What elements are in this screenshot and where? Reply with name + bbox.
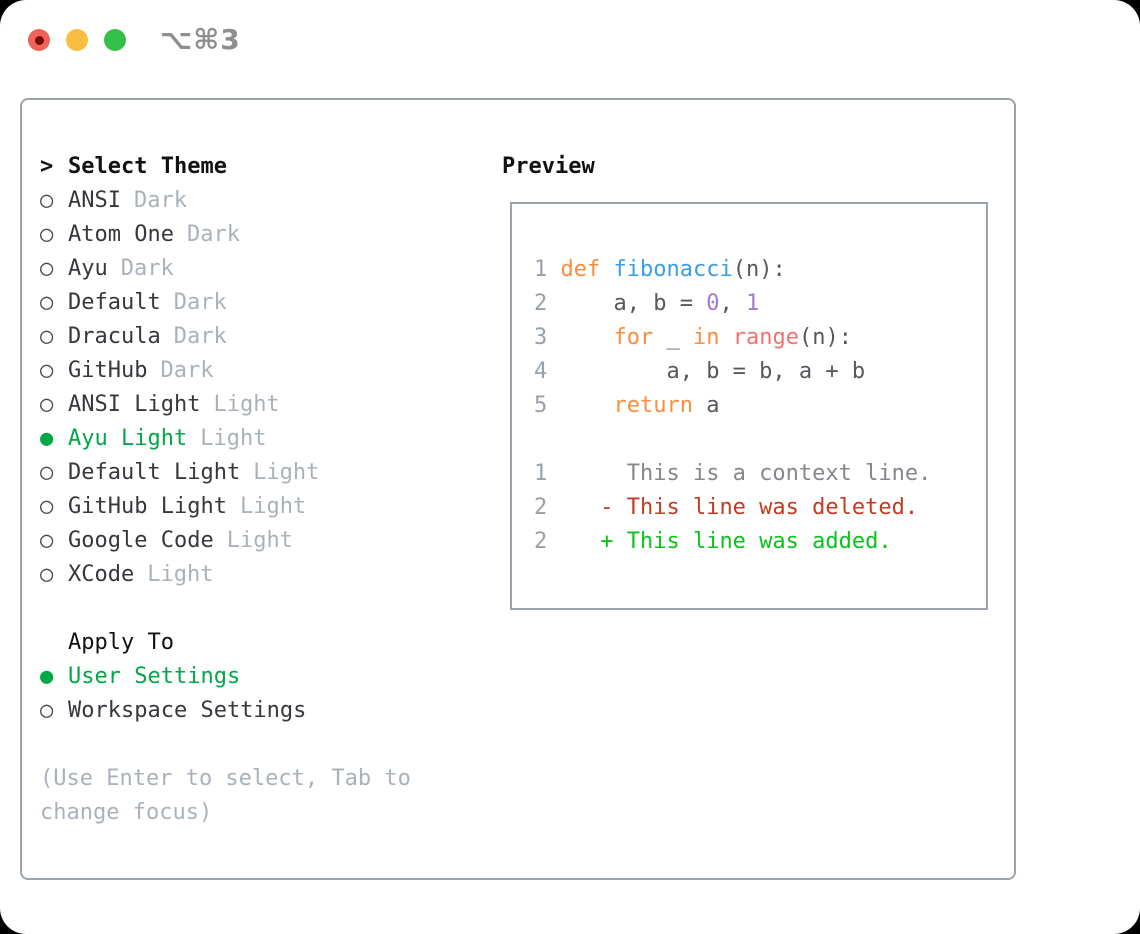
option-badge: Dark [173,324,227,349]
window-title: ⌥⌘3 [160,23,241,56]
radio-icon: ○ [40,358,54,383]
code-line-blank [534,423,986,457]
code-line: 1 This is a context line. [534,461,932,486]
option-label: User Settings [68,664,241,689]
focus-caret-icon: > [40,154,54,179]
titlebar: ⌥⌘3 [0,0,1140,98]
radio-icon: ○ [40,460,54,485]
option-badge: Light [213,392,280,417]
option-label: Default Light [68,460,241,485]
radio-icon: ○ [40,392,54,417]
radio-icon: ○ [40,562,54,587]
radio-icon: ○ [40,256,54,281]
theme-option-github[interactable]: ○ GitHub Dark [40,354,460,388]
zoom-button[interactable] [104,29,126,51]
option-badge: Light [253,460,320,485]
option-badge: Light [239,494,307,519]
radio-icon: ● [40,426,54,451]
option-label: Default [68,290,161,315]
code-line: 5 return a [534,393,720,418]
option-label: XCode [68,562,135,587]
theme-option-ansi[interactable]: ○ ANSI Dark [40,184,460,218]
option-label: ANSI [68,188,121,213]
option-badge: Dark [186,222,240,247]
code-line: 2 a, b = 0, 1 [534,291,760,316]
theme-option-default-light[interactable]: ○ Default Light Light [40,456,460,490]
close-dot-icon [34,35,44,45]
radio-icon: ○ [40,698,54,723]
radio-icon: ○ [40,324,54,349]
preview-column: Preview 1 def fibonacci(n): 2 a, b = 0, 1… [502,150,988,610]
option-label: Ayu Light [68,426,188,451]
theme-list: ○ ANSI Dark ○ Atom One Dark ○ Ayu Dark ○… [40,184,460,592]
theme-option-ansi-light[interactable]: ○ ANSI Light Light [40,388,460,422]
preview-heading: Preview [502,154,595,179]
minimize-button[interactable] [66,29,88,51]
theme-option-xcode[interactable]: ○ XCode Light [40,558,460,592]
apply-option-user-settings[interactable]: ● User Settings [40,660,460,694]
option-badge: Dark [173,290,227,315]
close-button[interactable] [28,29,50,51]
apply-to-heading-row: Apply To [40,626,460,660]
option-badge: Light [200,426,267,451]
option-label: Dracula [68,324,161,349]
theme-selector-panel: > Select Theme ○ ANSI Dark ○ Atom One Da… [20,98,1016,880]
radio-icon: ● [40,664,54,689]
theme-list-column: > Select Theme ○ ANSI Dark ○ Atom One Da… [40,150,460,830]
theme-option-ayu[interactable]: ○ Ayu Dark [40,252,460,286]
option-label: ANSI Light [68,392,201,417]
theme-option-atom-one[interactable]: ○ Atom One Dark [40,218,460,252]
select-theme-heading-row: > Select Theme [40,150,460,184]
code-line: 1 def fibonacci(n): [534,257,786,282]
code-line: 2 - This line was deleted. [534,495,919,520]
code-line: 3 for _ in range(n): [534,325,852,350]
preview-pane: 1 def fibonacci(n): 2 a, b = 0, 1 3 for _ … [510,202,988,610]
option-label: GitHub [68,358,148,383]
apply-to-indent [40,626,68,660]
option-label: Google Code [68,528,214,553]
theme-option-github-light[interactable]: ○ GitHub Light Light [40,490,460,524]
option-label: Atom One [68,222,174,247]
option-label: Workspace Settings [68,698,307,723]
option-badge: Light [147,562,214,587]
radio-icon: ○ [40,528,54,553]
apply-to-list: ● User Settings ○ Workspace Settings [40,660,460,728]
theme-option-google-code[interactable]: ○ Google Code Light [40,524,460,558]
keyboard-hint: (Use Enter to select, Tab to change focu… [40,766,411,825]
option-badge: Dark [160,358,214,383]
option-badge: Dark [133,188,187,213]
theme-option-dracula[interactable]: ○ Dracula Dark [40,320,460,354]
option-label: Ayu [68,256,108,281]
code-line: 2 + This line was added. [534,529,892,554]
select-theme-heading: Select Theme [68,154,227,179]
radio-icon: ○ [40,290,54,315]
theme-option-ayu-light[interactable]: ● Ayu Light Light [40,422,460,456]
apply-option-workspace-settings[interactable]: ○ Workspace Settings [40,694,460,728]
option-badge: Dark [120,256,174,281]
code-line: 4 a, b = b, a + b [534,359,866,384]
option-badge: Light [226,528,293,553]
radio-icon: ○ [40,222,54,247]
apply-to-heading: Apply To [68,630,174,655]
radio-icon: ○ [40,494,54,519]
radio-icon: ○ [40,188,54,213]
theme-option-default[interactable]: ○ Default Dark [40,286,460,320]
option-label: GitHub Light [68,494,227,519]
